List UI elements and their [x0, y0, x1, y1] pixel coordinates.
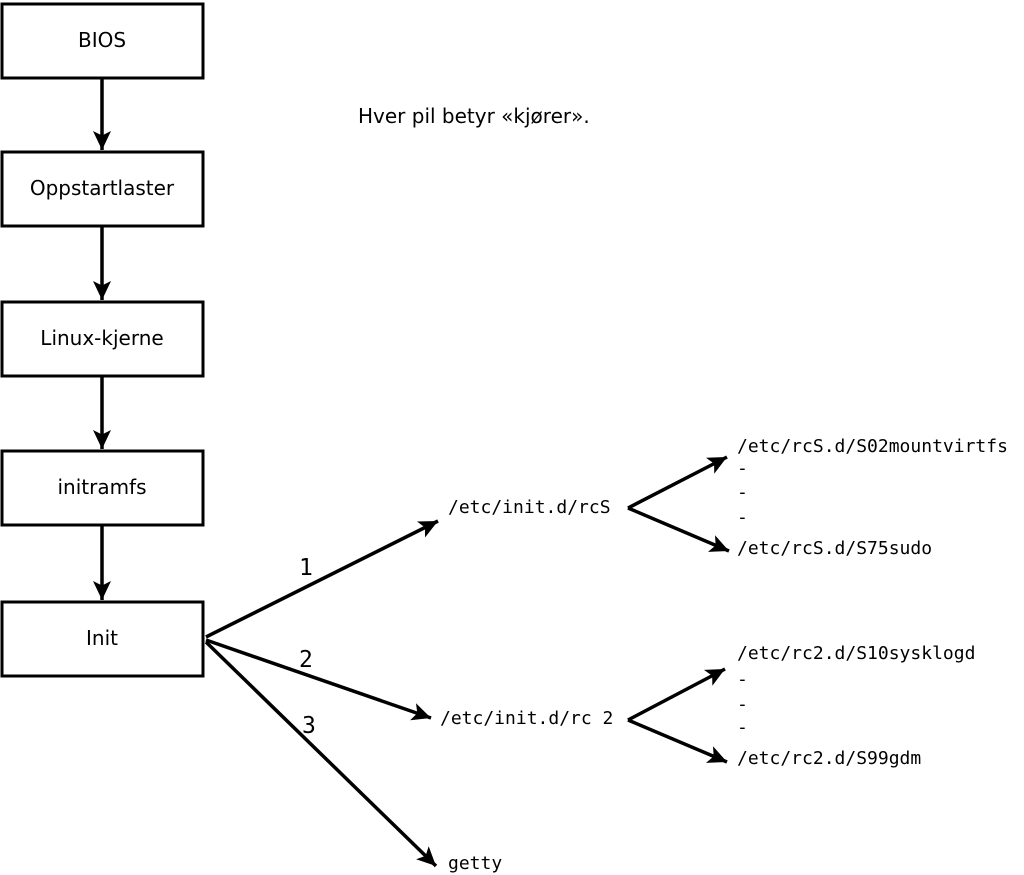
- kernel-label: Linux-kjerne: [40, 326, 163, 350]
- initramfs-label: initramfs: [57, 475, 146, 499]
- rcs-entry-dash-1: -: [737, 458, 748, 479]
- node-init: Init: [0, 600, 205, 678]
- rcs-entry-s75sudo: /etc/rcS.d/S75sudo: [737, 538, 932, 559]
- rc2-entry-dash-2: -: [737, 694, 748, 715]
- init-box: [0, 600, 205, 678]
- bootloader-box: [0, 150, 205, 228]
- rc2-entry-s99gdm: /etc/rc2.d/S99gdm: [737, 748, 921, 769]
- branch-label-3: 3: [302, 713, 316, 739]
- arrow-rc2-to-s10-icon: [627, 667, 726, 722]
- getty-label: getty: [448, 853, 502, 874]
- init-label: Init: [86, 626, 118, 650]
- rcs-entry-s02mountvirtfs: /etc/rcS.d/S02mountvirtfs: [737, 436, 1008, 457]
- rc2-script-label: /etc/init.d/rc 2: [440, 708, 613, 729]
- rcs-group: /etc/init.d/rcS /etc/rcS.d/S02mountvirtf…: [448, 436, 1008, 559]
- rcs-script-label: /etc/init.d/rcS: [448, 497, 611, 518]
- arrow-rcs-to-s75-icon: [627, 506, 730, 553]
- rc2-group: /etc/init.d/rc 2 /etc/rc2.d/S10sysklogd …: [440, 643, 975, 769]
- node-kernel: Linux-kjerne: [0, 300, 205, 378]
- arrow-rc2-to-s99-icon: [627, 718, 728, 764]
- node-bootloader: Oppstartlaster: [0, 150, 205, 228]
- caption-text: Hver pil betyr «kjører».: [358, 104, 590, 128]
- initramfs-box: [0, 449, 205, 527]
- arrow-init-to-rc2-icon: [205, 638, 432, 721]
- rc2-entry-s10sysklogd: /etc/rc2.d/S10sysklogd: [737, 643, 975, 664]
- kernel-box: [0, 300, 205, 378]
- branch-label-2: 2: [299, 647, 313, 673]
- rc2-entry-dash-1: -: [737, 669, 748, 690]
- arrow-init-to-getty-icon: [204, 640, 438, 868]
- bios-box: [0, 2, 205, 80]
- rcs-entry-dash-2: -: [737, 482, 748, 503]
- bios-label: BIOS: [78, 28, 126, 52]
- branch-label-1: 1: [299, 555, 313, 581]
- arrow-rcs-to-s02-icon: [627, 455, 728, 510]
- arrow-init-to-rcs-icon: [205, 519, 439, 639]
- node-bios: BIOS: [0, 2, 205, 80]
- rc2-entry-dash-3: -: [737, 717, 748, 738]
- rcs-entry-dash-3: -: [737, 507, 748, 528]
- bootloader-label: Oppstartlaster: [30, 176, 175, 200]
- node-initramfs: initramfs: [0, 449, 205, 527]
